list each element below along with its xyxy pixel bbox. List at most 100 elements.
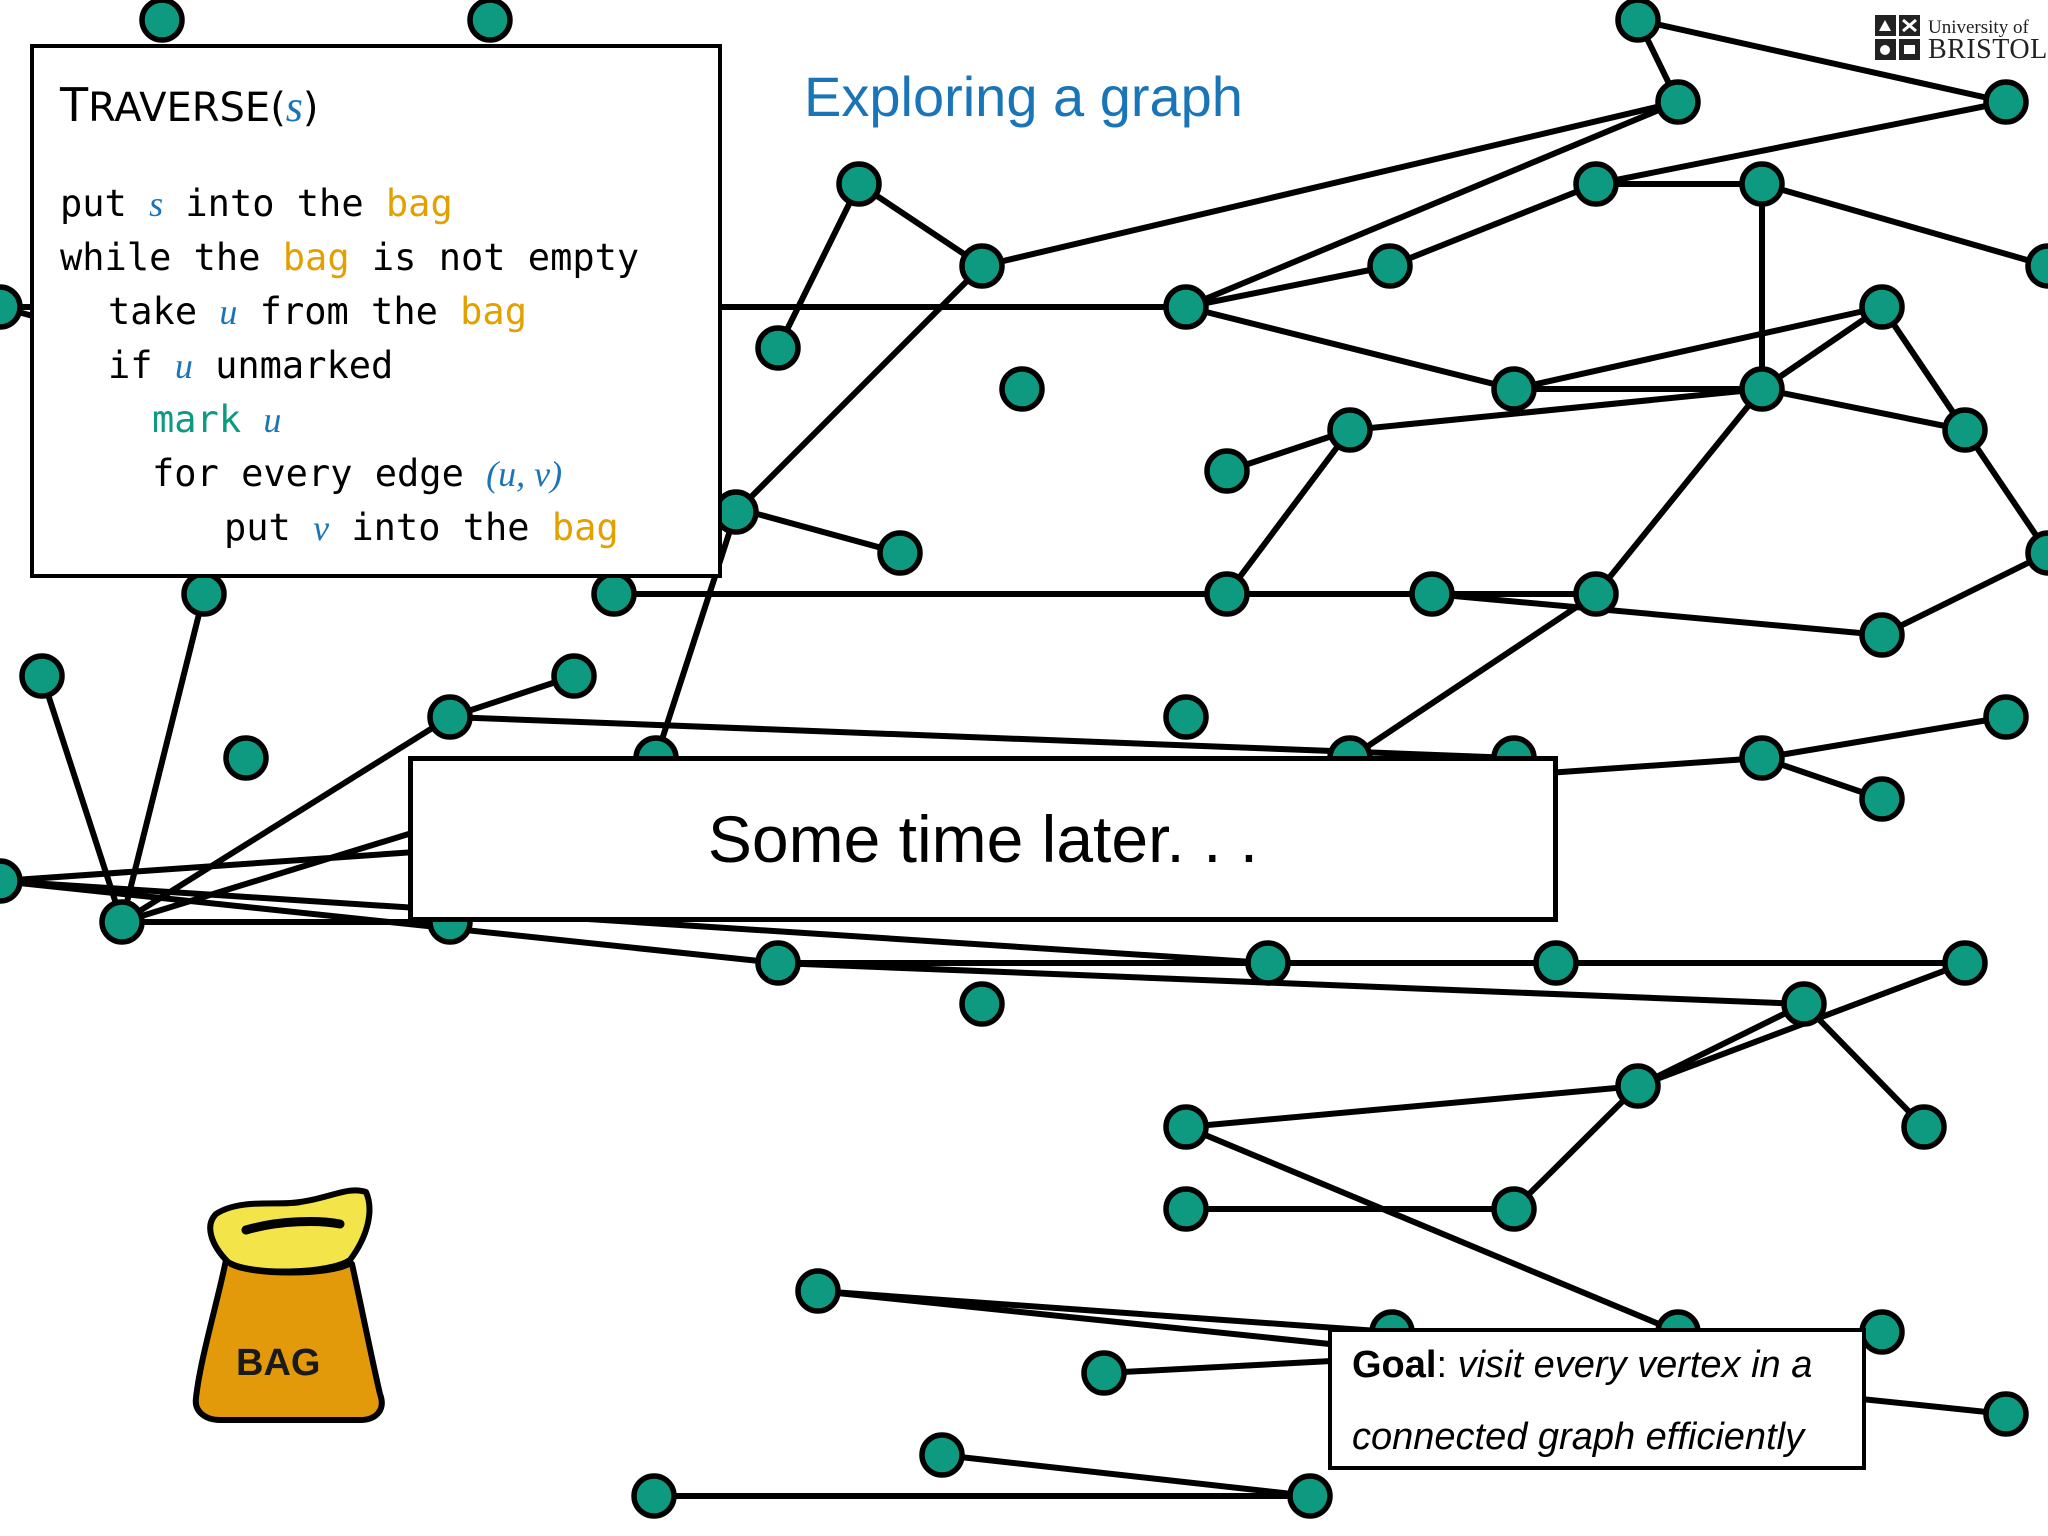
- goal-text-1: visit every vertex in a: [1457, 1344, 1813, 1386]
- graph-vertex: [1533, 940, 1579, 986]
- graph-vertex: [1287, 1473, 1333, 1519]
- pseudocode-line-1: put s into the bag: [60, 182, 453, 225]
- graph-vertex: [1245, 940, 1291, 986]
- graph-edge: [1347, 591, 1599, 761]
- graph-edge: [1387, 181, 1599, 269]
- graph-vertex: [19, 653, 65, 699]
- goal-line-2: connected graph efficiently: [1352, 1416, 1805, 1458]
- graph-vertex: [1901, 1104, 1947, 1150]
- pseudocode-line-6: for every edge (u, v): [152, 452, 563, 495]
- graph-edge: [653, 509, 739, 761]
- graph-vertex: [1859, 284, 1905, 330]
- pseudocode-line-4: if u unmarked: [108, 344, 394, 387]
- bag-icon: [192, 1187, 385, 1423]
- graph-vertex: [999, 366, 1045, 412]
- graph-vertex: [1573, 571, 1619, 617]
- graph-vertex: [99, 899, 145, 945]
- graph-edge: [1183, 304, 1517, 392]
- graph-vertex: [551, 653, 597, 699]
- graph-vertex: [1081, 1350, 1127, 1396]
- graph-vertex: [1859, 1309, 1905, 1355]
- graph-edge: [856, 181, 985, 269]
- graph-vertex: [1163, 1104, 1209, 1150]
- algorithm-name-rest: RAVERSE: [88, 85, 271, 131]
- graph-vertex: [713, 489, 759, 535]
- algorithm-box: TRAVERSE(s) put s into the bag while the…: [30, 44, 722, 578]
- graph-edge: [1759, 714, 2009, 761]
- algorithm-name-initial: T: [60, 78, 89, 132]
- graph-vertex: [591, 571, 637, 617]
- graph-edge: [1183, 263, 1393, 310]
- graph-vertex: [1655, 79, 1701, 125]
- graph-vertex: [2025, 243, 2048, 289]
- algorithm-param: s: [285, 82, 303, 131]
- graph-edge: [1759, 304, 1885, 392]
- bag-label: BAG: [236, 1342, 321, 1384]
- graph-vertex: [877, 530, 923, 576]
- graph-vertex: [1491, 366, 1537, 412]
- crest-icon: [1875, 15, 1920, 60]
- graph-vertex: [1739, 366, 1785, 412]
- graph-vertex: [1859, 612, 1905, 658]
- graph-edge: [1183, 1124, 1681, 1335]
- graph-edge: [979, 99, 1681, 269]
- algorithm-heading: TRAVERSE(s): [60, 78, 319, 132]
- logo-line-1: University of: [1928, 17, 2029, 38]
- pseudocode-line-7: put v into the bag: [224, 506, 619, 549]
- graph-vertex: [1163, 694, 1209, 740]
- pseudocode-line-5: mark u: [152, 398, 282, 441]
- pseudocode-line-2: while the bag is not empty: [60, 236, 640, 279]
- graph-vertex: [1615, 0, 1661, 43]
- goal-label: Goal: [1352, 1344, 1437, 1386]
- logo-line-2: BRISTOL: [1928, 34, 2048, 65]
- graph-edge: [1511, 1083, 1641, 1212]
- graph-vertex: [919, 1432, 965, 1478]
- graph-edge: [1224, 427, 1353, 597]
- graph-vertex: [223, 735, 269, 781]
- graph-vertex: [181, 571, 227, 617]
- graph-vertex: [1204, 571, 1250, 617]
- graph-vertex: [1367, 243, 1413, 289]
- university-logo: University of BRISTOL: [1874, 14, 2047, 65]
- goal-box: Goal: visit every vertex in a connected …: [1328, 1328, 1866, 1470]
- graph-vertex: [631, 1473, 677, 1519]
- graph-vertex: [836, 161, 882, 207]
- graph-edge: [1511, 304, 1885, 392]
- graph-vertex: [1983, 79, 2029, 125]
- page-title: Exploring a graph: [804, 65, 1243, 128]
- graph-vertex: [139, 0, 185, 43]
- goal-line-1: Goal: visit every vertex in a: [1352, 1344, 1813, 1386]
- graph-edge: [775, 960, 1807, 1007]
- graph-vertex: [1781, 981, 1827, 1027]
- graph-edge: [1759, 386, 1968, 433]
- graph-vertex: [795, 1268, 841, 1314]
- graph-vertex: [1983, 1391, 2029, 1437]
- paren-open: (: [270, 85, 286, 131]
- graph-vertex: [1983, 694, 2029, 740]
- graph-vertex: [1942, 940, 1988, 986]
- graph-vertex: [427, 694, 473, 740]
- graph-edge: [939, 1452, 1313, 1499]
- graph-vertex: [1615, 1063, 1661, 1109]
- graph-edge: [1347, 386, 1765, 433]
- graph-vertex: [1573, 161, 1619, 207]
- graph-vertex: [1859, 776, 1905, 822]
- graph-vertex: [0, 858, 23, 904]
- graph-vertex: [1739, 161, 1785, 207]
- graph-edge: [1183, 99, 1681, 310]
- graph-vertex: [1163, 284, 1209, 330]
- graph-vertex: [1204, 448, 1250, 494]
- graph-vertex: [1491, 1186, 1537, 1232]
- graph-edge: [1635, 1001, 1807, 1089]
- graph-edge: [39, 673, 125, 925]
- graph-edge: [775, 181, 862, 351]
- graph-vertex: [2025, 530, 2048, 576]
- graph-vertex: [959, 243, 1005, 289]
- banner-text: Some time later. . .: [707, 802, 1259, 876]
- graph-edge: [1635, 17, 2009, 105]
- pseudocode-line-3: take u from the bag: [108, 290, 527, 333]
- graph-edge: [815, 1288, 1395, 1335]
- graph-edge: [119, 591, 207, 925]
- graph-vertex: [0, 284, 23, 330]
